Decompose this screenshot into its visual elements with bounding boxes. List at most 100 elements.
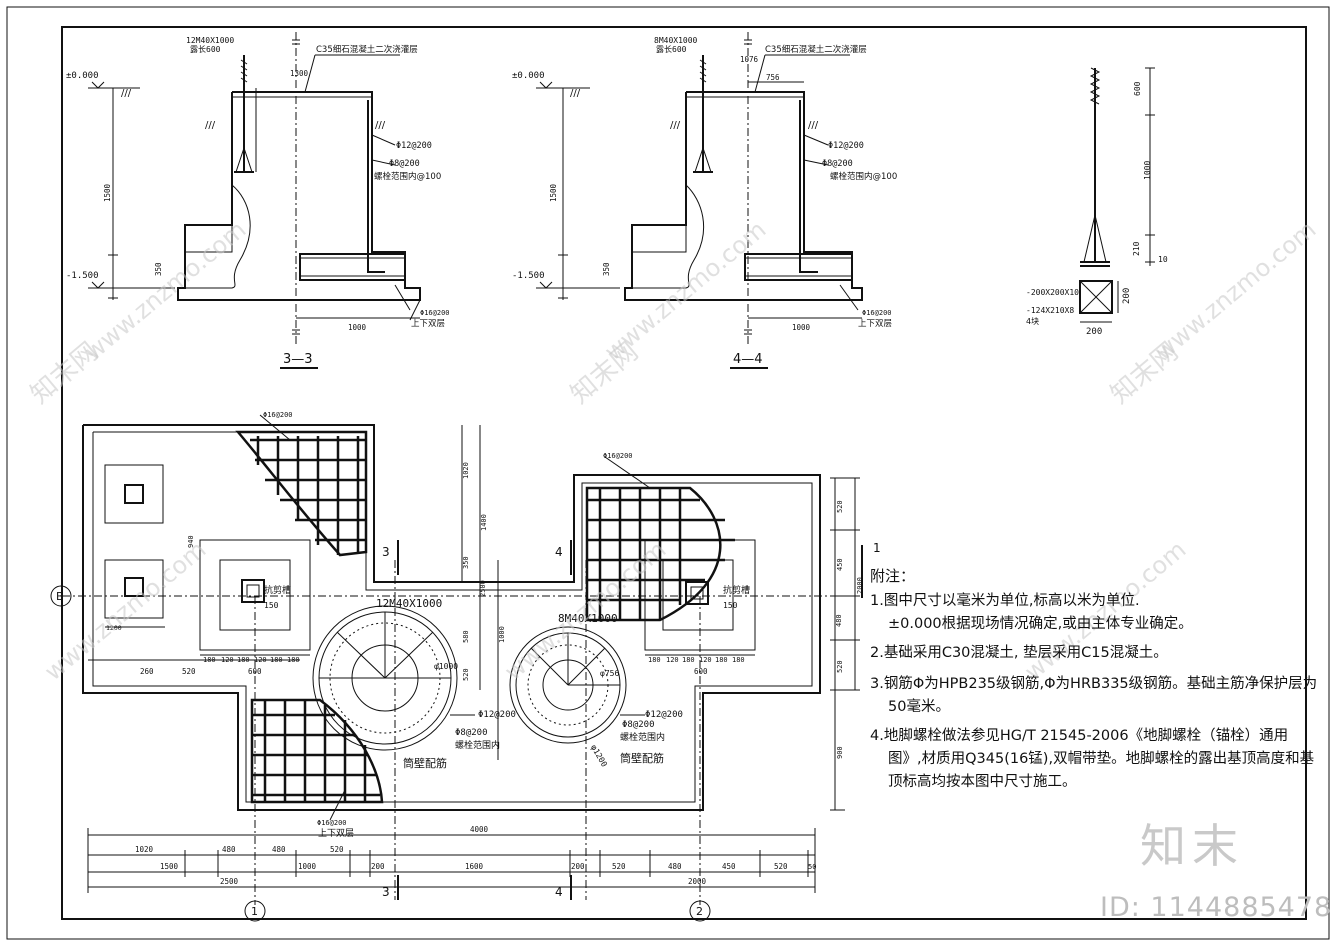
svg-text:www.znzmo.com: www.znzmo.com — [39, 535, 211, 686]
svg-text:螺栓范围内: 螺栓范围内 — [455, 739, 500, 751]
plan-bolt-a: 12M40X1000 — [376, 597, 442, 610]
plate-2-label: -124X210X8 — [1026, 306, 1074, 315]
s44-elev-top: ±0.000 — [512, 71, 545, 81]
section-3-3: /// /// /// 3—3 12M40X1000 露长600 C35细石混凝… — [66, 32, 450, 369]
svg-text:2000: 2000 — [856, 577, 864, 594]
s44-double: 上下双层 — [858, 319, 892, 329]
inner-frame — [61, 26, 1307, 920]
notes-title: 附注： — [870, 567, 916, 585]
brand-logo: 知末 — [1140, 819, 1244, 873]
s33-bolt-length: 露长600 — [190, 44, 221, 54]
outer-frame — [6, 6, 1330, 940]
svg-text:Φ8@200: Φ8@200 — [455, 728, 488, 738]
plan-rebar-right: Φ16@200 — [603, 452, 633, 460]
note-3: 3.钢筋Φ为HPB235级钢筋,Φ为HRB335级钢筋。基础主筋净保护层为50毫… — [870, 676, 1318, 715]
svg-text:知末网: 知末网 — [1105, 337, 1184, 410]
svg-text:480: 480 — [222, 845, 236, 854]
cut-3-bottom: 3 — [382, 885, 390, 899]
svg-text:Φ12@200: Φ12@200 — [478, 710, 516, 720]
plan-rebar-top: Φ16@200 — [263, 411, 293, 419]
svg-text:450: 450 — [836, 558, 844, 571]
s44-elev-bottom: -1.500 — [512, 271, 545, 281]
svg-text:1000: 1000 — [498, 626, 506, 643]
svg-text:www.znzmo.com: www.znzmo.com — [79, 215, 251, 366]
section-4-4-title: 4—4 — [733, 352, 763, 367]
svg-text:1000: 1000 — [298, 862, 317, 871]
s44-grout-label: C35细石混凝土二次浇灌层 — [765, 44, 867, 55]
s33-rebar-1: Φ12@200 — [396, 141, 432, 151]
s33-bolt-range: 螺栓范围内@100 — [374, 171, 441, 182]
note-1: 1.图中尺寸以毫米为单位,标高以米为单位. — [870, 593, 1140, 609]
svg-text:10: 10 — [1158, 255, 1168, 264]
svg-text:1000: 1000 — [792, 323, 811, 332]
svg-text:www.znzmo.com: www.znzmo.com — [499, 535, 671, 686]
s33-elev-top: ±0.000 — [66, 71, 99, 81]
plan-wall-rebar-1: 筒壁配筋 — [403, 756, 447, 770]
svg-text:260: 260 — [140, 667, 154, 676]
svg-text:180: 180 — [732, 656, 745, 664]
cut-4-bottom: 4 — [555, 885, 563, 899]
cut-3-top: 3 — [382, 545, 390, 559]
s44-bolt-range: 螺栓范围内@100 — [830, 171, 897, 182]
svg-text:480: 480 — [835, 614, 843, 627]
svg-text:520: 520 — [182, 667, 196, 676]
svg-text:φ1000: φ1000 — [434, 662, 458, 671]
svg-text:600: 600 — [1133, 81, 1142, 96]
svg-text:1300: 1300 — [290, 69, 309, 78]
svg-text:350: 350 — [462, 556, 470, 569]
notes-block: 附注： 1.图中尺寸以毫米为单位,标高以米为单位. ±0.000根据现场情况确定… — [870, 565, 1320, 794]
svg-text:200: 200 — [1086, 327, 1102, 337]
svg-text:知末网: 知末网 — [25, 337, 104, 410]
svg-text:Φ8@200: Φ8@200 — [622, 720, 655, 730]
svg-text:200: 200 — [1122, 288, 1132, 304]
section-4-4: /// /// /// 4—4 8M40X1000 露长600 C35细石混凝土… — [512, 32, 897, 369]
s33-rebar-2: Φ8@200 — [389, 159, 420, 169]
svg-text:1020: 1020 — [135, 845, 154, 854]
svg-text:350: 350 — [154, 262, 163, 276]
s44-rebar-1: Φ12@200 — [828, 141, 864, 151]
svg-text:120: 120 — [221, 656, 234, 664]
svg-text:2000: 2000 — [688, 877, 707, 886]
s33-elev-bottom: -1.500 — [66, 271, 99, 281]
plan-rebar-bottom: Φ16@200 — [317, 819, 347, 827]
image-id: ID: 1144885478 — [1100, 892, 1333, 923]
svg-text:1000: 1000 — [348, 323, 367, 332]
svg-text:756: 756 — [766, 73, 780, 82]
svg-text:940: 940 — [187, 535, 195, 548]
svg-text:210: 210 — [1132, 241, 1141, 256]
s33-grout-label: C35细石混凝土二次浇灌层 — [316, 44, 418, 55]
svg-text:200: 200 — [371, 862, 385, 871]
svg-text:Φ12@200: Φ12@200 — [645, 710, 683, 720]
grid-B: B — [56, 590, 64, 603]
svg-text:///: /// — [121, 88, 132, 99]
svg-text:120: 120 — [254, 656, 267, 664]
s44-base-rebar: Φ16@200 — [862, 309, 892, 317]
s44-bolt-length: 露长600 — [656, 44, 687, 54]
svg-text:1076: 1076 — [740, 55, 759, 64]
note-2: 2.基础采用C30混凝土, 垫层采用C15混凝土。 — [870, 645, 1168, 661]
svg-text:520: 520 — [462, 668, 470, 681]
svg-text:520: 520 — [612, 862, 626, 871]
svg-text:1500: 1500 — [103, 183, 112, 202]
svg-text:150: 150 — [264, 601, 279, 610]
svg-text:600: 600 — [248, 667, 262, 676]
svg-text:900: 900 — [836, 746, 844, 759]
svg-text:///: /// — [808, 120, 819, 131]
svg-text:520: 520 — [774, 862, 788, 871]
svg-text:150: 150 — [723, 601, 738, 610]
svg-text:2500: 2500 — [479, 580, 487, 597]
svg-text:1020: 1020 — [462, 462, 470, 479]
svg-text:1000: 1000 — [1143, 161, 1152, 180]
svg-text:120: 120 — [666, 656, 679, 664]
svg-text:600: 600 — [694, 667, 708, 676]
svg-text:1400: 1400 — [480, 514, 488, 531]
cut-4-top: 4 — [555, 545, 563, 559]
svg-text:480: 480 — [668, 862, 682, 871]
svg-text:180: 180 — [203, 656, 216, 664]
note-1b: ±0.000根据现场情况确定,或由主体专业确定。 — [888, 616, 1193, 632]
s33-base-rebar: Φ16@200 — [420, 309, 450, 317]
svg-text:///: /// — [570, 88, 581, 99]
note-4: 4.地脚螺栓做法参见HG/T 21545-2006《地脚螺栓（锚栓）通用图》,材… — [870, 728, 1315, 790]
svg-text:520: 520 — [836, 660, 844, 673]
